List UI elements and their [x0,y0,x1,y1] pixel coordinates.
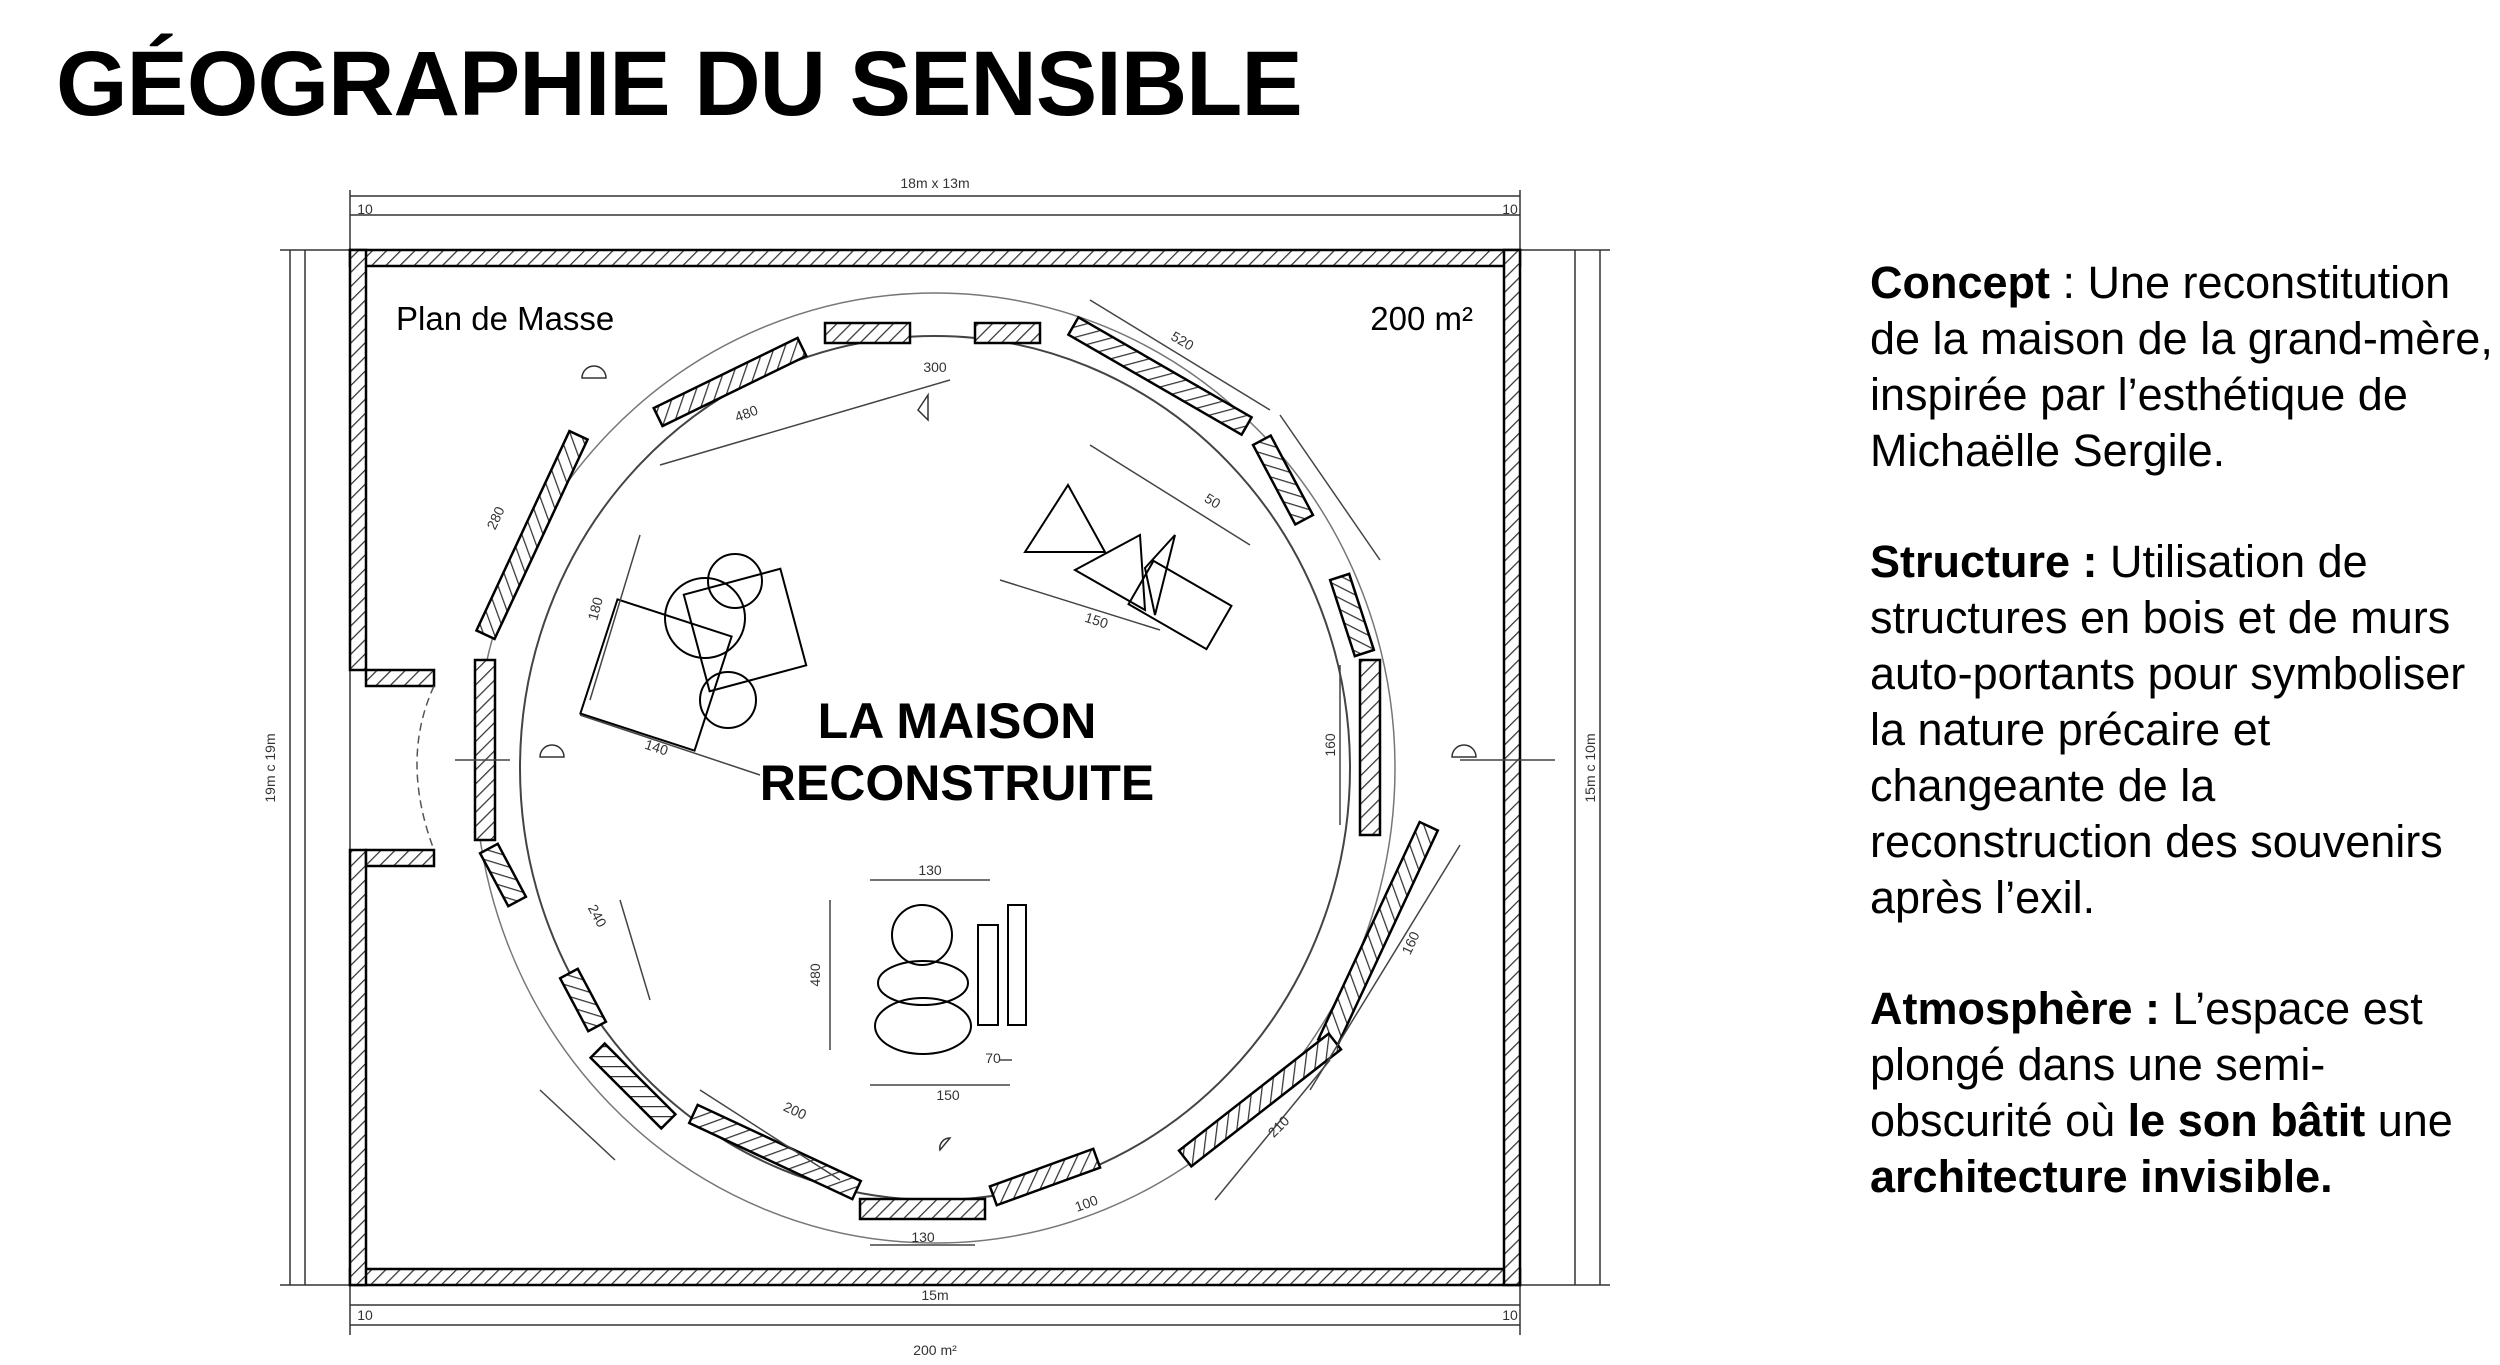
small-dim-label: 130 [918,862,942,878]
atmosphere-emphasis-1: le son bâtit [2127,1095,2366,1146]
small-dim-label: 280 [483,504,507,532]
small-dim-label: 10 [1502,201,1518,217]
small-dim-label: 240 [585,902,610,930]
small-dim-label: 480 [733,402,761,425]
object-cluster-west [579,553,808,752]
center-label-line1: LA MAISON [818,693,1097,749]
dim-right-label: 15m c 10m [1582,733,1598,802]
object-cluster-northeast [1023,483,1233,651]
atmosphere-heading: Atmosphère : [1870,983,2161,1034]
atmosphere-text-1: L’espace est plongé dans une semi-obscur… [1870,983,2423,1146]
structure-heading: Structure : [1870,536,2098,587]
small-dim-label: 480 [807,963,823,987]
small-dim-label: 140 [643,736,670,759]
small-dim-label: 180 [584,595,606,622]
small-dim-label: 200 [781,1098,809,1122]
small-dim-label: 70 [985,1050,1001,1066]
page-title: GÉOGRAPHIE DU SENSIBLE [56,33,1303,135]
small-dim-label: 210 [1265,1112,1293,1140]
small-dim-label: 10 [357,201,373,217]
concept-text: : Une reconstitution de la maison de la … [1870,257,2493,476]
small-dim-label: 130 [911,1229,935,1245]
interior-dimensions [455,299,1555,1246]
description-panel: Concept : Une reconstitution de la maiso… [1870,255,2500,1260]
small-dim-label: 300 [923,359,947,375]
section-markers [539,365,1477,1152]
atmosphere-text-2: une [2365,1095,2453,1146]
small-dim-label: 160 [1398,929,1422,957]
center-label-line2: RECONSTRUITE [760,755,1154,811]
room-walls [348,248,1522,1287]
partition-walls [473,315,1440,1221]
concept-paragraph: Concept : Une reconstitution de la maiso… [1870,255,2500,479]
small-dim-label: 10 [357,1307,373,1323]
small-dim-label: 150 [1083,609,1110,632]
structure-text: Utilisation de structures en bois et de … [1870,536,2466,923]
structure-paragraph: Structure : Utilisation de structures en… [1870,534,2500,926]
plan-title: Plan de Masse [396,300,614,337]
plan-area: 200 m² [1370,300,1473,337]
small-dim-label: 160 [1322,733,1338,757]
small-dim-label: 100 [1073,1192,1101,1215]
atmosphere-paragraph: Atmosphère : L’espace est plongé dans un… [1870,981,2500,1205]
dim-top-label: 18m x 13m [900,175,969,191]
concept-heading: Concept [1870,257,2050,308]
object-cluster-south [874,904,1027,1055]
small-dim-label: 10 [1502,1307,1518,1323]
dim-bottom-inner-label: 15m [921,1287,948,1303]
atmosphere-emphasis-2: architecture invisible. [1870,1151,2333,1202]
small-dim-label: 150 [936,1087,960,1103]
dim-left-label: 19m c 19m [262,733,278,802]
dim-bottom-outer-label: 200 m² [913,1342,957,1358]
small-dim-label: 50 [1202,490,1224,512]
